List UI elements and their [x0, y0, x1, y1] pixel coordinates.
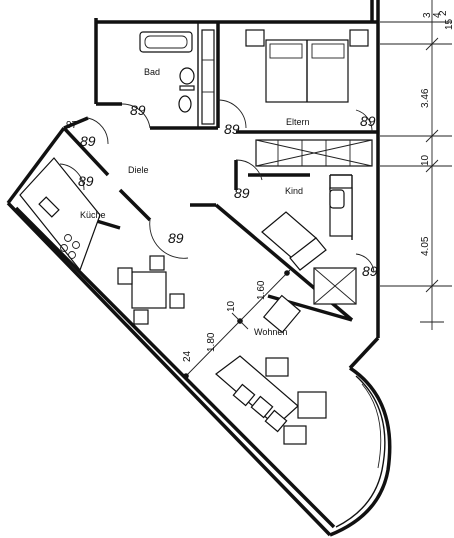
door-mark: 89	[78, 173, 94, 189]
door-mark: 89	[80, 133, 96, 149]
door-mark: 89	[362, 263, 378, 279]
room-label-kind: Kind	[285, 186, 303, 196]
dim-10-diag: 10	[226, 300, 237, 312]
door-mark: 89	[130, 102, 146, 118]
door-swings	[59, 99, 375, 273]
door-mark: 89	[360, 113, 376, 129]
door-note: 97	[66, 120, 78, 131]
door-mark: 89	[234, 185, 250, 201]
wardrobe	[255, 139, 373, 167]
room-label-diele: Diele	[128, 165, 149, 175]
dim-10: 10	[420, 154, 431, 166]
dim-3: 3	[422, 12, 433, 18]
room-label-kueche: Küche	[80, 210, 106, 220]
dim-2: 2	[438, 10, 449, 16]
living-furniture	[215, 294, 327, 445]
dining-set	[117, 255, 185, 325]
dim-24: 24	[182, 350, 193, 362]
dim-15: 15	[444, 18, 454, 30]
room-label-bad: Bad	[144, 67, 160, 77]
bay-window	[329, 366, 392, 537]
door-mark: 89	[168, 230, 184, 246]
bedroom-furniture	[245, 29, 369, 103]
dim-4: 4	[432, 12, 443, 18]
bathroom-fixtures	[139, 29, 215, 125]
door-mark: 89	[224, 121, 240, 137]
right-dimension-lines	[380, 0, 452, 330]
dim-1-80: 1.80	[206, 332, 217, 352]
exterior-walls	[6, 0, 380, 537]
diagonal-dimension-line	[183, 269, 291, 379]
kitchen-counter	[19, 157, 101, 272]
dim-1-60: 1.60	[256, 280, 267, 300]
kind-furniture	[261, 187, 357, 305]
dim-4-05: 4.05	[420, 236, 431, 256]
room-label-eltern: Eltern	[286, 117, 310, 127]
dim-3-46: 3.46	[420, 88, 431, 108]
room-label-wohnen: Wohnen	[254, 327, 287, 337]
